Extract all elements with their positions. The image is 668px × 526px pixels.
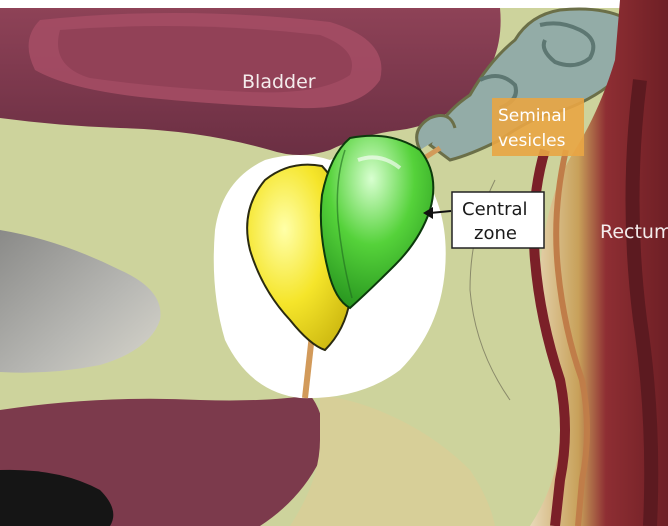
bladder-label: Bladder xyxy=(242,71,316,93)
central-zone-label-line1: Central xyxy=(462,199,528,220)
seminal-vesicles-label: Seminal vesicles xyxy=(492,98,584,156)
top-border xyxy=(0,0,668,8)
rectum-label: Rectum xyxy=(600,221,668,243)
seminal-label-line2: vesicles xyxy=(498,131,566,151)
seminal-label-line1: Seminal xyxy=(498,106,566,126)
central-zone-label-line2: zone xyxy=(474,223,517,244)
